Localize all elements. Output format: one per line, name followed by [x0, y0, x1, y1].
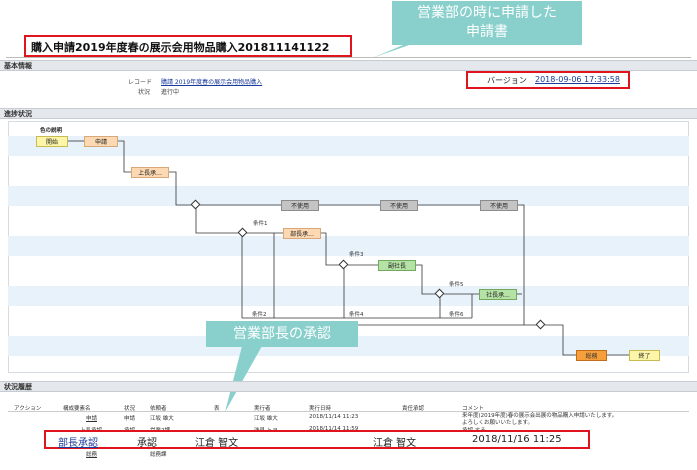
page-title: 購入申請2019年度春の展示会用物品購入201811141122: [31, 41, 330, 54]
history-col-datetime: 実行日時: [309, 406, 332, 412]
history-header-divider: [8, 411, 689, 412]
history-row-status-highlighted: 承認: [137, 438, 157, 449]
condition-label-5: 条件5: [449, 282, 464, 288]
node-unused-3[interactable]: 不使用: [480, 200, 518, 211]
title-divider: [6, 57, 691, 58]
history-row-executor-highlighted: 江倉 智文: [373, 438, 417, 449]
condition-label-1: 条件1: [253, 221, 268, 227]
record-label: レコード: [128, 79, 153, 86]
history-row-name[interactable]: 申請: [86, 416, 98, 422]
node-boss-approval[interactable]: 上長承...: [131, 167, 169, 178]
version-link[interactable]: 2018-09-06 17:33:58: [535, 75, 620, 84]
lane: [8, 186, 689, 206]
history-highlight-box: [44, 430, 590, 449]
version-label: バージョン: [487, 76, 527, 85]
history-row-datetime: 2018/11/14 11:23: [309, 414, 359, 420]
history-row-comment: 来年度(2019年度)春の展示会出展の物品購入申請いたします。: [462, 413, 618, 419]
history-row-requester: 総務課: [150, 452, 167, 458]
legend-title: 色の説明: [40, 128, 63, 134]
condition-label-6: 条件6: [449, 312, 464, 318]
node-dept-manager-approval[interactable]: 部長承...: [283, 228, 321, 239]
node-general-affairs[interactable]: 総務: [576, 350, 607, 361]
history-row-datetime: 2018/11/14 11:59: [309, 426, 359, 432]
condition-label-3: 条件3: [349, 252, 364, 258]
history-row-datetime-highlighted: 2018/11/16 11:25: [472, 434, 562, 445]
status-value: 進行中: [161, 89, 180, 96]
node-end[interactable]: 終了: [629, 350, 660, 361]
history-row-requester: 江坂 雄大: [150, 416, 174, 422]
legend-start-node: 開始: [36, 136, 68, 147]
history-col-executor: 実行者: [254, 406, 271, 412]
basic-info-header: 基本情報: [0, 60, 697, 71]
status-label: 状況: [138, 89, 151, 96]
condition-label-4: 条件4: [349, 312, 364, 318]
callout-middle: 営業部長の承認: [206, 321, 358, 347]
node-vice-president[interactable]: 副社長: [378, 260, 416, 271]
history-col-status: 状況: [124, 406, 136, 412]
progress-header: 進捗状況: [0, 108, 697, 119]
callout-top-right: 営業部の時に申請した 申請書: [392, 1, 582, 45]
history-col-comment: コメント: [462, 406, 485, 412]
node-unused-2[interactable]: 不使用: [380, 200, 418, 211]
history-col-name: 構成要素名: [63, 406, 91, 412]
version-highlight-box: [466, 71, 630, 89]
history-row-name[interactable]: 総務: [86, 452, 98, 458]
history-row-requester-highlighted: 江倉 智文: [195, 438, 239, 449]
title-highlight-box: [24, 35, 352, 57]
history-col-extra: 表: [214, 406, 220, 412]
node-apply[interactable]: 申請: [84, 136, 118, 147]
node-president-approval[interactable]: 社長承...: [479, 289, 517, 300]
history-header: 状況履歴: [0, 381, 697, 392]
record-link[interactable]: 購請 2019年度春の展示会用物品購入: [161, 79, 263, 86]
history-col-responsible: 責任承認: [402, 406, 425, 412]
lane: [8, 286, 689, 306]
condition-label-2: 条件2: [252, 312, 267, 318]
history-row-status: 申請: [124, 416, 136, 422]
history-col-action: アクション: [14, 406, 42, 412]
lane: [8, 236, 689, 256]
node-unused-1[interactable]: 不使用: [281, 200, 319, 211]
history-row-name-highlighted[interactable]: 部長承認: [58, 438, 98, 449]
history-row-comment: よろしくお願いいたします。: [462, 420, 533, 426]
history-col-requester: 依頼者: [150, 406, 167, 412]
lane: [8, 136, 689, 156]
highlight-row-bg: [44, 430, 588, 449]
history-row-executor: 江坂 雄大: [254, 416, 278, 422]
